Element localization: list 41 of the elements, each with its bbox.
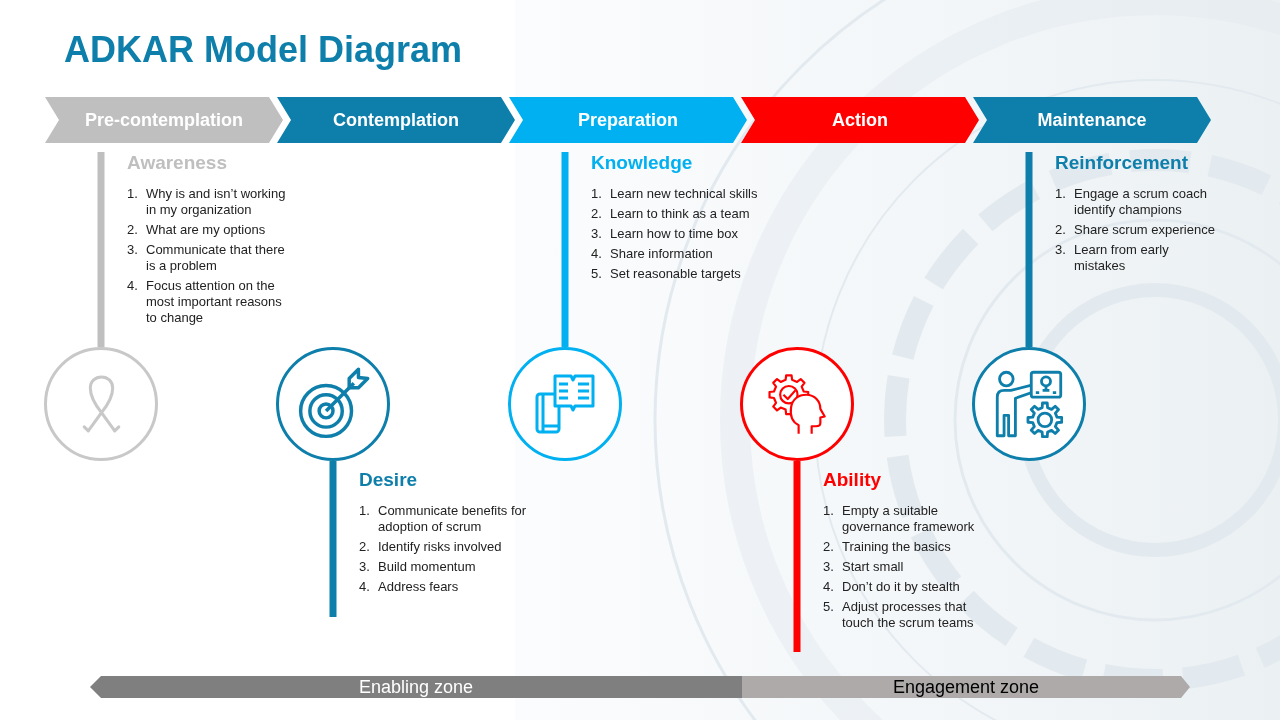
list-item: 1. Engage a scrum coach identify champions (1055, 186, 1208, 218)
chevron-step (277, 97, 515, 143)
stage-label: Pre-contemplation (85, 109, 243, 131)
list-item: 3. Start small (823, 559, 905, 575)
chevron-step (509, 97, 747, 143)
list-item: 4. Address fears (359, 579, 460, 595)
stage-heading: Reinforcement (1055, 152, 1190, 174)
list-item: 2. Share scrum experience (1055, 222, 1216, 238)
list-item: 1. Learn new technical skills (591, 186, 759, 202)
stage-label: Contemplation (333, 109, 459, 131)
list-item: 1. Empty a suitable governance framework (823, 503, 976, 535)
zone-label: Engagement zone (892, 676, 1040, 698)
chevron-step (973, 97, 1211, 143)
stage-label: Action (832, 109, 888, 131)
zone-band (90, 676, 742, 698)
page-title: ADKAR Model Diagram (64, 28, 463, 72)
list-item: 3. Learn how to time box (591, 226, 739, 242)
list-item: 2. Training the basics (823, 539, 952, 555)
list-item: 5. Adjust processes that touch the scrum teams (823, 599, 975, 631)
stage-heading: Desire (359, 469, 419, 491)
list-item: 3. Build momentum (359, 559, 477, 575)
stage-heading: Awareness (127, 152, 228, 174)
list-item: 3. Communicate that there is a problem (127, 242, 286, 274)
list-item: 3. Learn from early mistakes (1055, 242, 1170, 274)
list-item: 4. Focus attention on the most important reasons to change (127, 278, 283, 326)
list-item: 4. Share information (591, 246, 714, 262)
zone-label: Enabling zone (358, 676, 474, 698)
list-item: 1. Communicate benefits for adoption of scrum (359, 503, 528, 535)
list-item: 1. Why is and isn’t working in my organization (127, 186, 287, 218)
stage-label: Maintenance (1037, 109, 1147, 131)
list-item: 2. Identify risks involved (359, 539, 503, 555)
zone-band (742, 676, 1190, 698)
list-item: 4. Don’t do it by stealth (823, 579, 961, 595)
stage-heading: Knowledge (591, 152, 694, 174)
list-item: 2. Learn to think as a team (591, 206, 751, 222)
stage-label: Preparation (578, 109, 678, 131)
list-item: 5. Set reasonable targets (591, 266, 742, 282)
stage-heading: Ability (823, 469, 883, 491)
list-item: 2. What are my options (127, 222, 267, 238)
chevron-step (741, 97, 979, 143)
chevron-step (45, 97, 283, 143)
